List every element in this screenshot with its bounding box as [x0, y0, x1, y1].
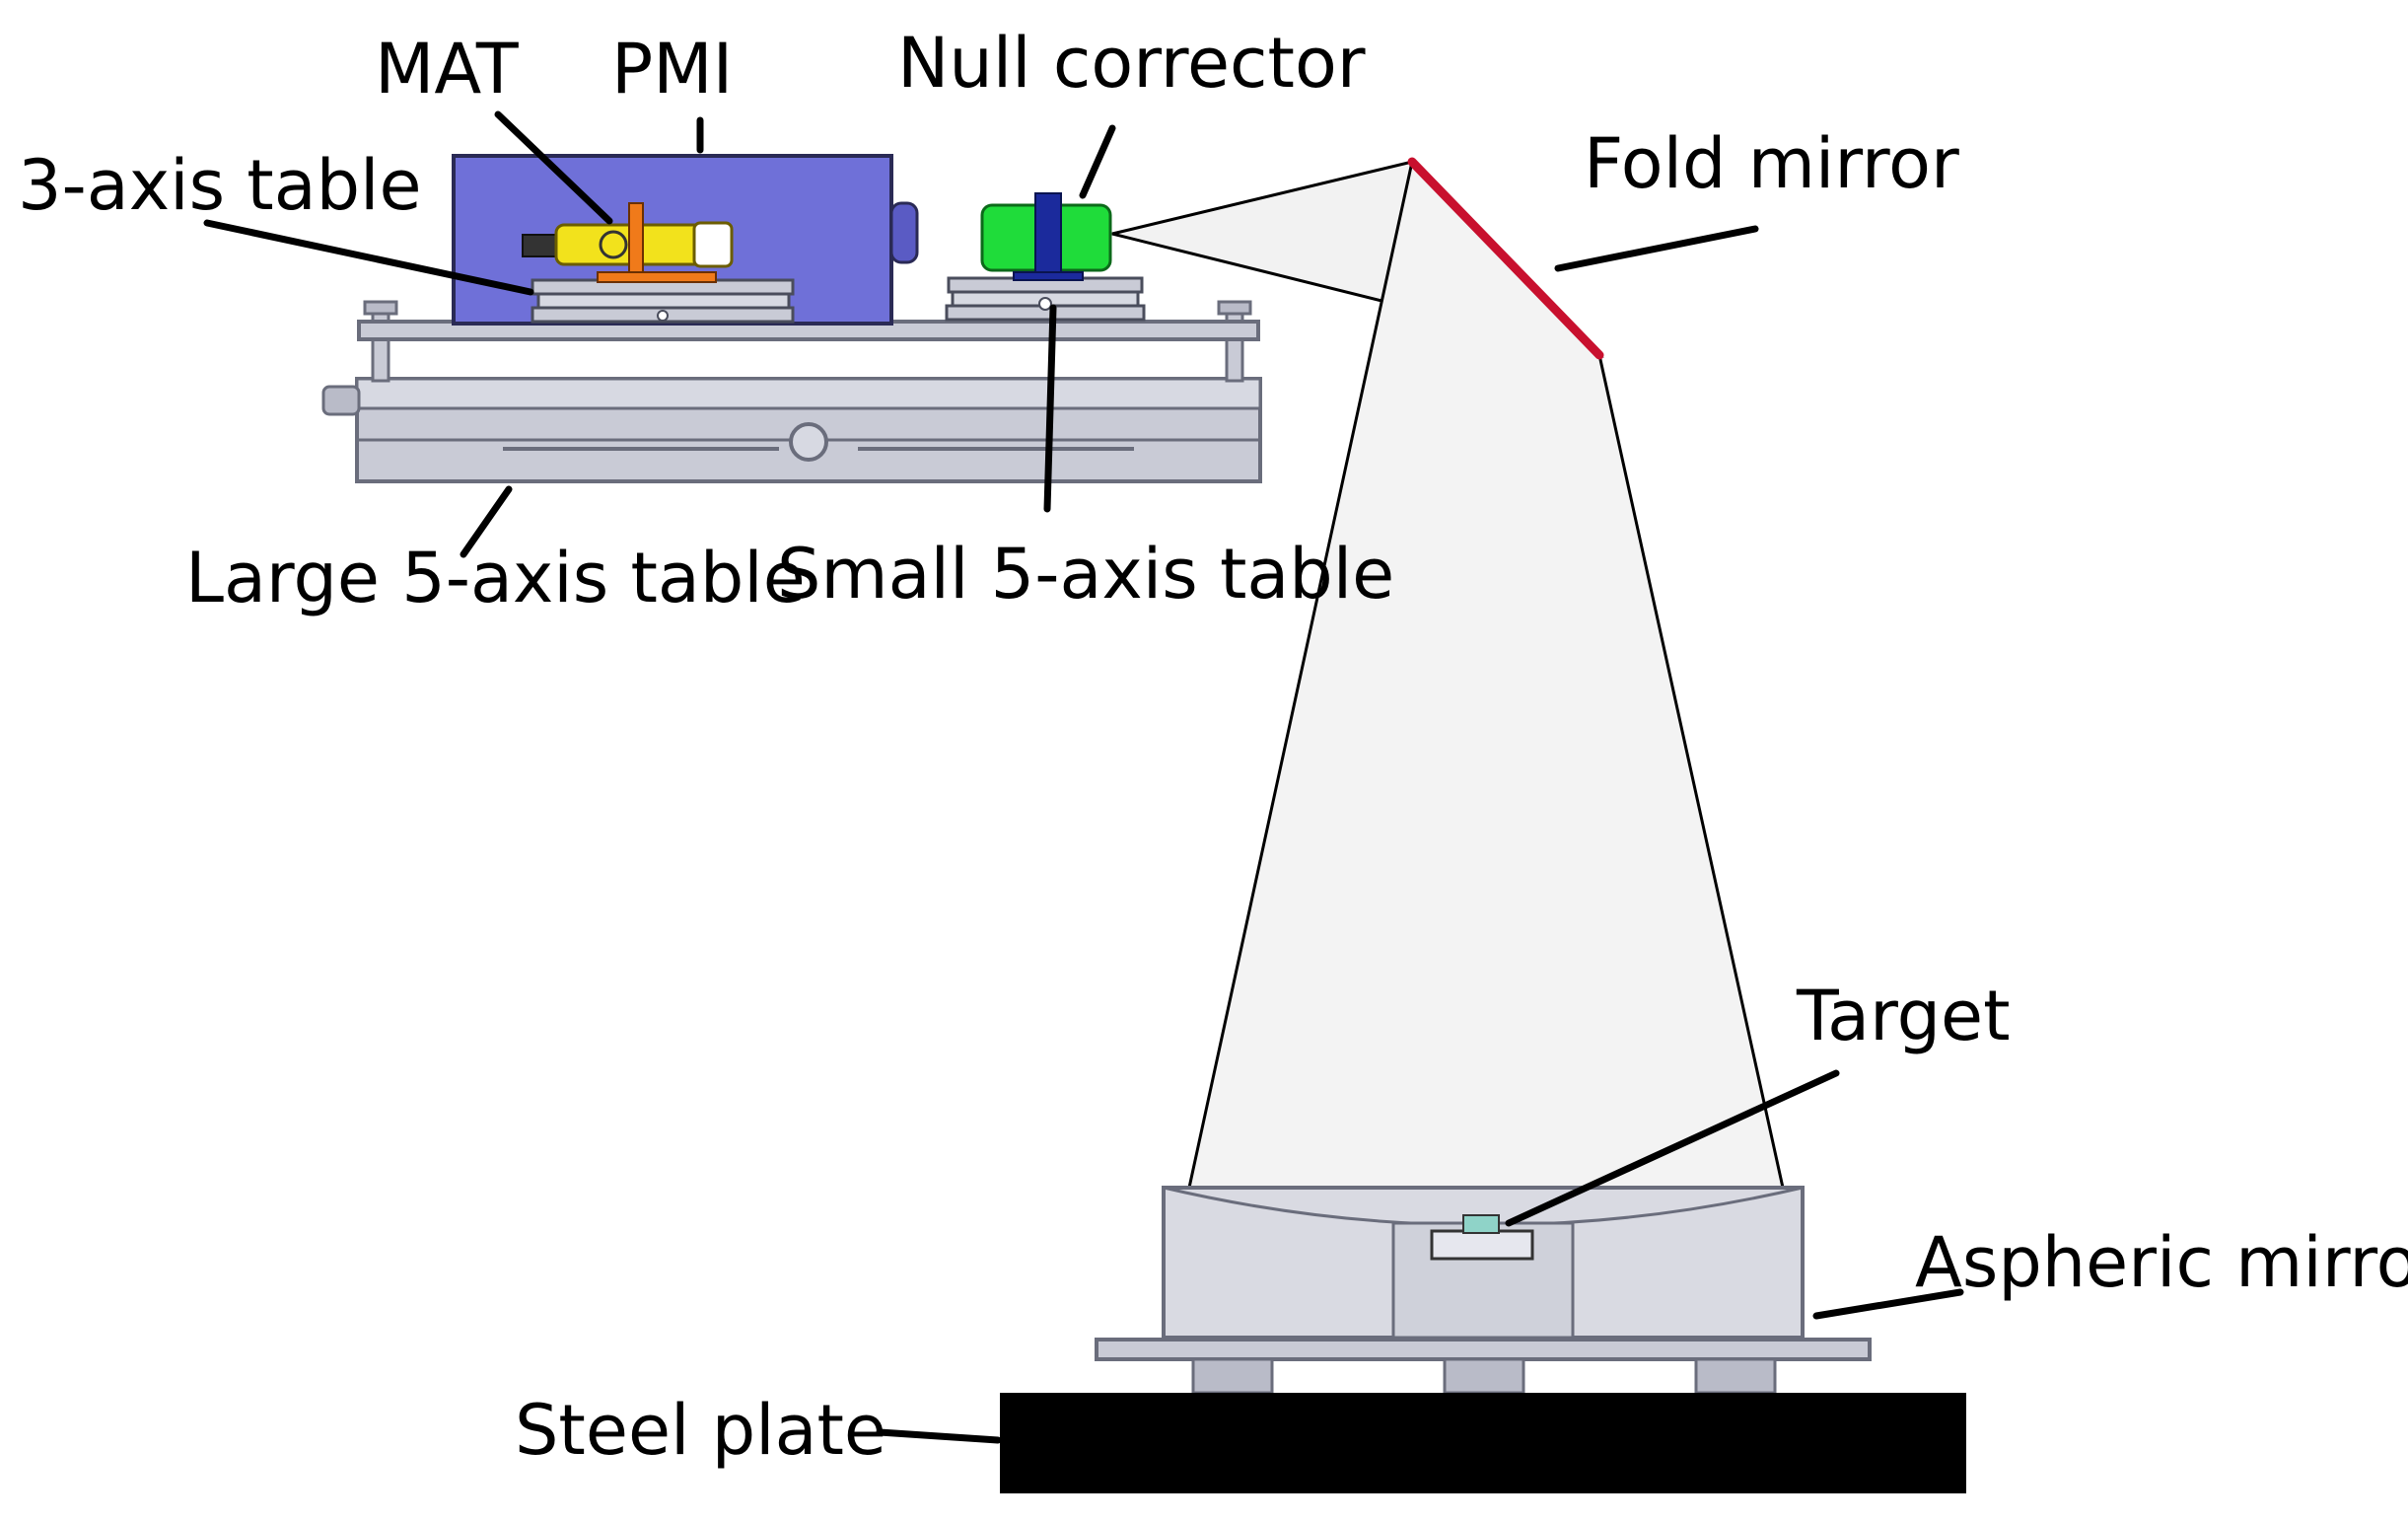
- beam-group: [1111, 158, 1785, 1190]
- label-null-corrector: Null corrector: [897, 23, 1366, 104]
- 3-axis-table: [531, 278, 795, 324]
- label-pmi: PMI: [611, 29, 733, 109]
- leader-target: [1505, 1069, 1840, 1227]
- beam-cone-to-asphere: [1187, 158, 1785, 1190]
- small-5-axis-table: [945, 276, 1146, 322]
- leader-large-table: [460, 485, 513, 558]
- mat-telescope: [522, 202, 734, 283]
- null-corrector: [980, 192, 1112, 281]
- label-target: Target: [1796, 976, 2011, 1056]
- label-aspheric-mirror: Aspheric mirror: [1915, 1222, 2408, 1303]
- label-steel-plate: Steel plate: [515, 1390, 886, 1471]
- leader-fold-mirror: [1554, 225, 1759, 272]
- leader-3-axis-table: [203, 219, 534, 296]
- steel-plate: [1000, 1393, 1966, 1493]
- leader-null-corrector: [1079, 124, 1116, 199]
- leader-aspheric-mirror: [1812, 1288, 1964, 1320]
- leader-small-table: [1043, 304, 1057, 513]
- label-mat: MAT: [375, 29, 519, 109]
- leader-lines: [203, 110, 1964, 1444]
- label-fold-mirror: Fold mirror: [1584, 123, 1959, 204]
- aspheric-mirror: [1095, 1186, 1872, 1395]
- label-small-table: Small 5-axis table: [777, 534, 1394, 615]
- label-large-table: Large 5-axis table: [185, 538, 806, 618]
- leader-mat: [494, 110, 613, 225]
- fold-mirror: [1407, 157, 1604, 360]
- large-5-axis-table: [321, 300, 1262, 483]
- label-3-axis-table: 3-axis table: [18, 145, 422, 226]
- leader-steel-plate: [876, 1428, 1002, 1444]
- labels: MAT PMI Null corrector 3-axis table Fold…: [18, 23, 2408, 1471]
- target: [1430, 1214, 1534, 1261]
